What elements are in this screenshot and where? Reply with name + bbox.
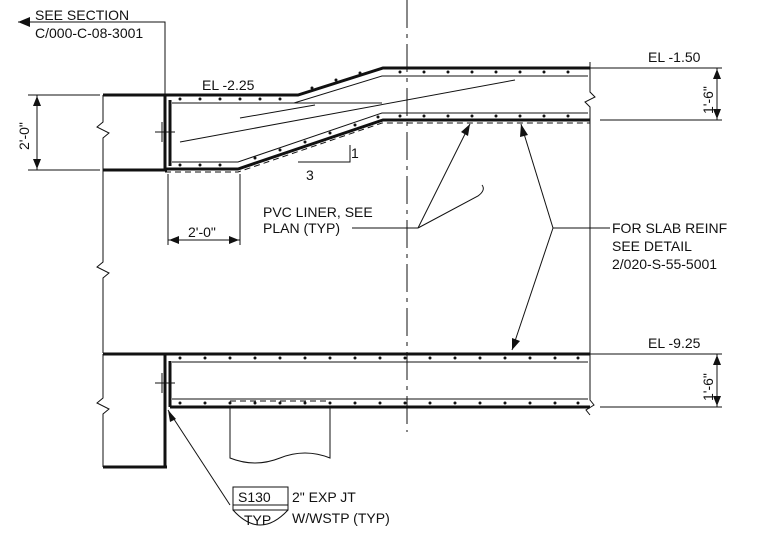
slab-reinf-line2: SEE DETAIL xyxy=(612,238,692,254)
el-top-left-label: EL -2.25 xyxy=(202,77,255,93)
exp-jt-line1: 2" EXP JT xyxy=(292,489,356,505)
slope-run-label: 3 xyxy=(306,167,314,183)
section-reference: SEE SECTION C/000-C-08-3001 xyxy=(18,7,166,95)
el-top-right-label: EL -1.50 xyxy=(648,49,701,65)
slab-reinf-callout: FOR SLAB REINF SEE DETAIL 2/020-S-55-500… xyxy=(511,123,727,351)
wall-height-dimension: 2'-0" xyxy=(16,94,100,171)
wall-height-label: 2'-0" xyxy=(16,122,32,150)
slope-indicator: 1 3 xyxy=(298,145,359,183)
upper-slab-rebar xyxy=(178,70,570,167)
tag-top-label: S130 xyxy=(238,489,271,505)
slab-reinf-line3: 2/020-S-55-5001 xyxy=(612,256,717,272)
see-section-text: SEE SECTION xyxy=(35,7,129,23)
pvc-liner-line1: PVC LINER, SEE xyxy=(263,204,373,220)
slope-rise-label: 1 xyxy=(351,145,359,161)
tag-bottom-label: TYP xyxy=(244,512,271,528)
slab-reinf-line1: FOR SLAB REINF xyxy=(612,220,727,236)
section-number-text: C/000-C-08-3001 xyxy=(35,25,143,41)
top-slab-thickness-label: 1'-6" xyxy=(700,86,716,114)
haunch-width-dimension: 2'-0" xyxy=(167,174,241,245)
upper-wall xyxy=(96,93,175,172)
exp-jt-line2: W/WSTP (TYP) xyxy=(292,510,390,526)
lower-slab-rebar xyxy=(178,356,580,405)
expansion-joint-callout: S130 TYP 2" EXP JT W/WSTP (TYP) xyxy=(167,409,390,528)
lower-slab xyxy=(96,352,590,469)
bottom-right-elevation: EL -9.25 1'-6" xyxy=(590,335,722,408)
pvc-liner-line2: PLAN (TYP) xyxy=(263,220,340,236)
left-break-line xyxy=(96,170,110,353)
top-right-elevation: EL -1.50 1'-6" xyxy=(590,49,722,121)
right-break-line xyxy=(585,126,595,416)
pvc-liner-callout: PVC LINER, SEE PLAN (TYP) xyxy=(263,123,484,236)
haunch-width-label: 2'-0" xyxy=(188,224,216,240)
upper-slab: EL -2.25 xyxy=(165,62,596,173)
el-bottom-label: EL -9.25 xyxy=(648,335,701,351)
bottom-slab-thickness-label: 1'-6" xyxy=(700,373,716,401)
